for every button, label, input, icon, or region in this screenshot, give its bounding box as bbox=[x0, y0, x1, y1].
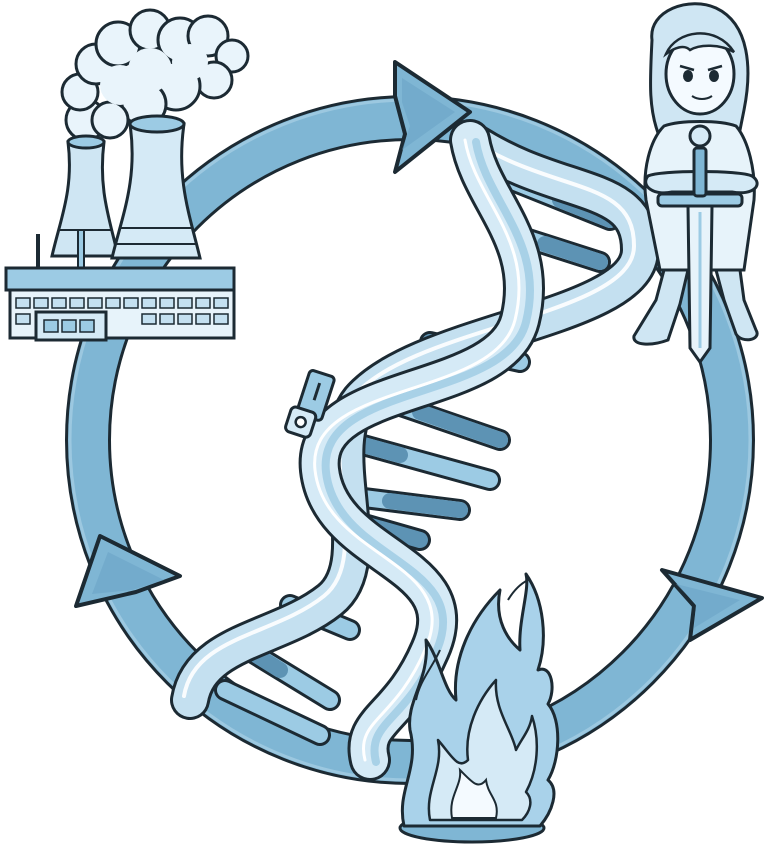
dna-helix bbox=[184, 136, 640, 762]
girl-with-sword-icon bbox=[634, 4, 757, 362]
